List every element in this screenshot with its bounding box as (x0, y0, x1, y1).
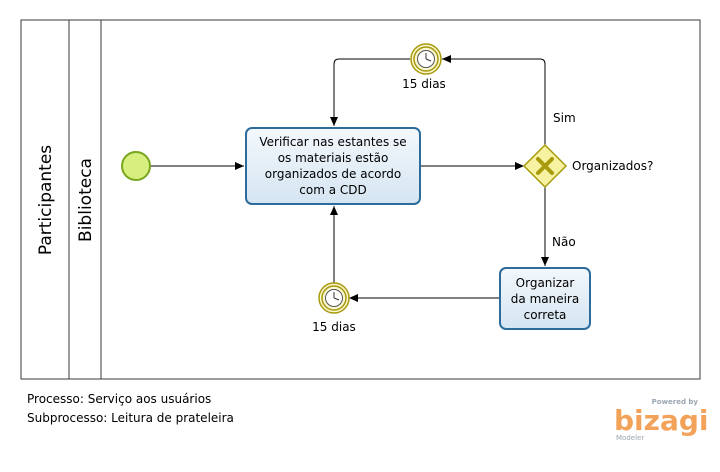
timer-bottom-label: 15 dias (312, 320, 356, 334)
gateway-organizados[interactable] (522, 143, 568, 189)
lane-label: Biblioteca (76, 158, 96, 242)
timer-top-label: 15 dias (402, 77, 446, 91)
timer-event-bottom[interactable] (318, 282, 350, 314)
task-organizar[interactable] (499, 267, 591, 330)
flow-timer-top-to-verificar[interactable] (330, 58, 410, 126)
logo-powered-text: Powered by (651, 398, 698, 406)
bizagi-logo: Powered by bizagi Modeler (612, 398, 708, 444)
flow-yes-label: Sim (553, 111, 576, 125)
task-verificar[interactable] (245, 127, 421, 205)
timer-event-top[interactable] (410, 43, 442, 75)
exclusive-x-icon (536, 157, 554, 175)
footer-subprocess: Subprocesso: Leitura de prateleira (27, 411, 234, 425)
pool-label: Participantes (36, 145, 56, 255)
logo-sub-text: Modeler (616, 434, 645, 442)
clock-icon (325, 289, 343, 307)
clock-icon (417, 50, 435, 68)
flow-no-label: Não (552, 235, 576, 249)
start-event[interactable] (121, 151, 151, 181)
logo-word: bizagi (614, 404, 709, 437)
flow-gateway-sim[interactable] (442, 55, 546, 145)
gateway-label: Organizados? (572, 159, 653, 173)
footer-process: Processo: Serviço aos usuários (27, 392, 212, 406)
